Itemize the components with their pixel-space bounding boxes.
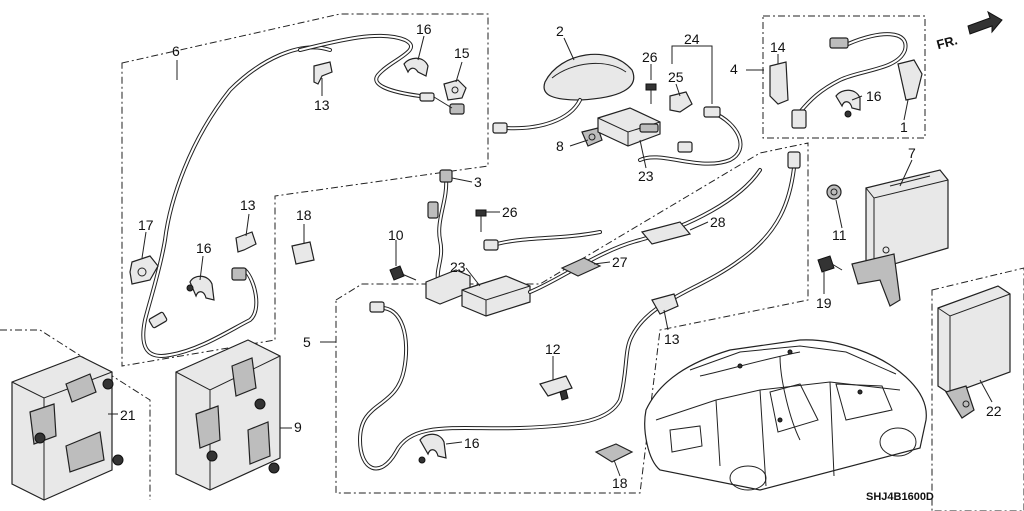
group-box-6	[121, 13, 489, 367]
callout-27: 27	[612, 254, 628, 270]
harness-24	[638, 106, 743, 166]
callout-15: 15	[454, 45, 470, 61]
callout-24: 24	[684, 31, 700, 47]
callout-13-middle: 13	[240, 197, 256, 213]
unit-22	[937, 285, 1011, 419]
callout-3: 3	[474, 174, 482, 190]
harness-3	[427, 169, 453, 282]
clip-14	[769, 61, 789, 105]
callout-16-lower: 16	[464, 435, 480, 451]
drawing-code: SHJ4B1600D	[866, 491, 934, 503]
bolt-10	[389, 265, 417, 281]
callout-8: 8	[556, 138, 564, 154]
callout-16-left: 16	[196, 240, 212, 256]
harness-6	[141, 33, 465, 358]
callout-6: 6	[172, 43, 180, 59]
callout-4: 4	[730, 61, 738, 77]
clip-17	[129, 255, 159, 285]
callout-labels: 2 26 25 24 4 14 16 1 7 11 19 22 8 23 3 2…	[120, 21, 1002, 503]
clip-13-middle	[235, 231, 257, 253]
minivan-illustration	[644, 339, 927, 491]
clip-1	[897, 59, 923, 101]
screw-26-upper	[645, 83, 657, 104]
callout-14: 14	[770, 39, 786, 55]
callout-10: 10	[388, 227, 404, 243]
amplifier-23-lower	[425, 168, 762, 317]
clip-15	[443, 79, 467, 101]
callout-17: 17	[138, 217, 154, 233]
callout-1: 1	[900, 119, 908, 135]
harness-5	[358, 151, 801, 471]
callout-16-upper: 16	[416, 21, 432, 37]
group-box-22	[931, 267, 1024, 511]
unit-7	[851, 169, 949, 307]
clip-13-upper	[313, 61, 333, 85]
front-direction-arrow: FR.	[935, 10, 1003, 52]
control-unit-21	[11, 355, 124, 501]
clip-12	[539, 375, 573, 401]
amplifier-23-upper	[597, 107, 661, 147]
clip-16-upper	[403, 57, 429, 77]
callout-2: 2	[556, 23, 564, 39]
callout-21: 21	[120, 407, 136, 423]
pad-18-upper	[291, 241, 315, 265]
callout-18-upper: 18	[296, 207, 312, 223]
pad-18-lower	[594, 443, 634, 463]
callout-18-lower: 18	[612, 475, 628, 491]
callout-22: 22	[986, 403, 1002, 419]
screw-26-lower	[475, 209, 487, 232]
nut-11	[826, 184, 842, 200]
bolt-19	[817, 255, 843, 273]
callout-26-lower: 26	[502, 204, 518, 220]
callout-23-lower: 23	[450, 259, 466, 275]
direction-label: FR.	[935, 32, 959, 52]
harness-4	[791, 32, 908, 129]
callout-5: 5	[303, 334, 311, 350]
control-unit-9	[175, 339, 281, 491]
callout-9: 9	[294, 419, 302, 435]
group-box-4	[762, 15, 926, 139]
callout-23-upper: 23	[638, 168, 654, 184]
clip-25	[669, 91, 693, 113]
callout-26-upper: 26	[642, 49, 658, 65]
callout-19: 19	[816, 295, 832, 311]
callout-12: 12	[545, 341, 561, 357]
callout-25: 25	[668, 69, 684, 85]
roof-antenna-2	[492, 53, 635, 134]
callout-28: 28	[710, 214, 726, 230]
clip-16-right	[835, 89, 861, 118]
pad-27	[560, 257, 602, 277]
callout-11: 11	[832, 227, 847, 243]
clip-13-lower	[651, 293, 679, 315]
callout-13-lower: 13	[664, 331, 680, 347]
callout-13-upper: 13	[314, 97, 330, 113]
pad-28	[640, 221, 692, 245]
callout-7: 7	[908, 145, 916, 161]
leader-lines	[108, 35, 993, 477]
antenna-nut-8	[581, 127, 603, 147]
clip-16-left	[186, 275, 215, 301]
callout-16-right: 16	[866, 88, 882, 104]
clip-16-lower	[418, 433, 447, 464]
